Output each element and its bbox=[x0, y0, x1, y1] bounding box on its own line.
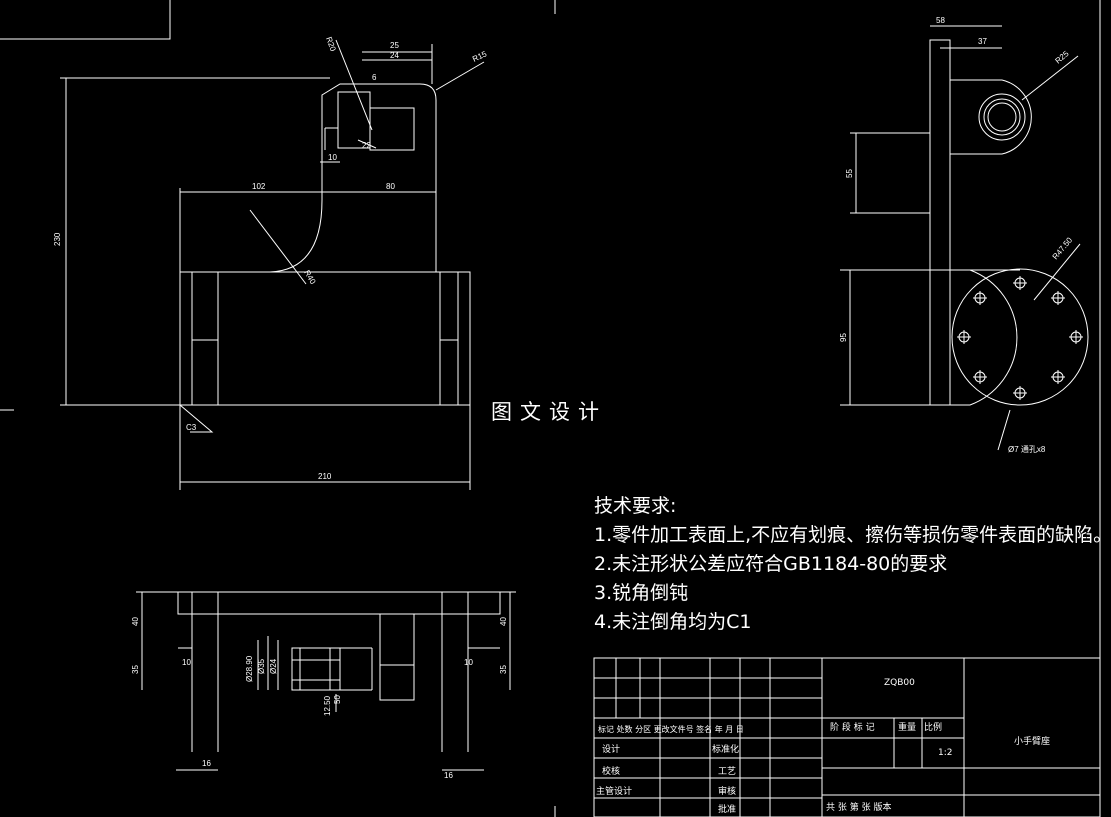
dim-l40: 40 bbox=[131, 617, 140, 626]
title-process: 工艺 bbox=[718, 767, 737, 777]
title-approve: 批准 bbox=[718, 805, 737, 815]
dim-l10: 10 bbox=[182, 658, 191, 667]
dim-d35: Ø35 bbox=[257, 658, 266, 674]
title-scale: 1:2 bbox=[938, 748, 953, 758]
dim-r40: R40 bbox=[302, 269, 317, 287]
dim-r40b: 40 bbox=[499, 617, 508, 626]
dim-d28: Ø28.90 bbox=[245, 655, 254, 682]
tech-requirements: 技术要求: 1.零件加工表面上,不应有划痕、擦伤等损伤零件表面的缺陷。 2.未注… bbox=[594, 492, 1111, 637]
title-sheets: 共 张 第 张 版本 bbox=[826, 803, 892, 813]
tech-item-1: 1.零件加工表面上,不应有划痕、擦伤等损伤零件表面的缺陷。 bbox=[594, 524, 1111, 546]
title-review: 审核 bbox=[718, 787, 737, 797]
dim-w37: 37 bbox=[978, 37, 987, 46]
bolt-holes bbox=[957, 276, 1083, 400]
watermark-text: 图文设计 bbox=[491, 400, 607, 424]
dim-w24: 24 bbox=[390, 51, 399, 60]
title-block bbox=[593, 657, 1101, 817]
dim-h230: 230 bbox=[53, 232, 62, 246]
dim-h55: 55 bbox=[845, 169, 854, 178]
dim-r16: 16 bbox=[444, 771, 453, 780]
tech-title: 技术要求: bbox=[594, 495, 677, 517]
tech-item-3: 3.锐角倒钝 bbox=[594, 582, 689, 604]
bottom-view bbox=[136, 591, 516, 771]
dim-n6: 6 bbox=[372, 73, 377, 82]
dim-r20: R20 bbox=[324, 36, 338, 53]
dim-r47: R47.50 bbox=[1051, 235, 1075, 261]
title-code: ZQB00 bbox=[884, 678, 915, 688]
dim-l16: 16 bbox=[202, 759, 211, 768]
tech-item-2: 2.未注形状公差应符合GB1184-80的要求 bbox=[594, 553, 948, 575]
dim-c3: C3 bbox=[186, 423, 197, 432]
dim-n22: 22 bbox=[362, 141, 371, 150]
dim-n10: 10 bbox=[328, 153, 337, 162]
title-check: 校核 bbox=[602, 767, 621, 777]
dim-d12: 12.50 bbox=[323, 695, 332, 716]
title-standardize: 标准化 bbox=[712, 745, 740, 755]
side-view bbox=[840, 25, 1089, 451]
dim-w102: 102 bbox=[252, 182, 266, 191]
title-design: 设计 bbox=[602, 745, 621, 755]
dim-h50: 50 bbox=[333, 695, 342, 704]
dim-h95: 95 bbox=[839, 333, 848, 342]
dim-l35: 35 bbox=[131, 665, 140, 674]
dim-d24: Ø24 bbox=[269, 658, 278, 674]
title-scale-label: 比例 bbox=[924, 723, 943, 733]
title-part-name: 小手臂座 bbox=[1014, 737, 1051, 747]
title-weight: 重量 bbox=[898, 723, 917, 733]
dim-r10: 10 bbox=[464, 658, 473, 667]
title-stage: 阶 段 标 记 bbox=[830, 723, 875, 733]
tech-item-4: 4.未注倒角均为C1 bbox=[594, 611, 752, 633]
title-chief: 主管设计 bbox=[596, 787, 633, 797]
front-view bbox=[60, 39, 485, 490]
dim-r15: R15 bbox=[471, 49, 489, 64]
dim-r35b: 35 bbox=[499, 665, 508, 674]
dim-w80: 80 bbox=[386, 182, 395, 191]
dim-w58: 58 bbox=[936, 16, 945, 25]
title-header-row: 标记 处数 分区 更改文件号 签名 年 月 日 bbox=[598, 725, 744, 734]
dim-w210: 210 bbox=[318, 472, 332, 481]
dim-w25: 25 bbox=[390, 41, 399, 50]
dim-holes: Ø7 通孔x8 bbox=[1008, 444, 1046, 454]
